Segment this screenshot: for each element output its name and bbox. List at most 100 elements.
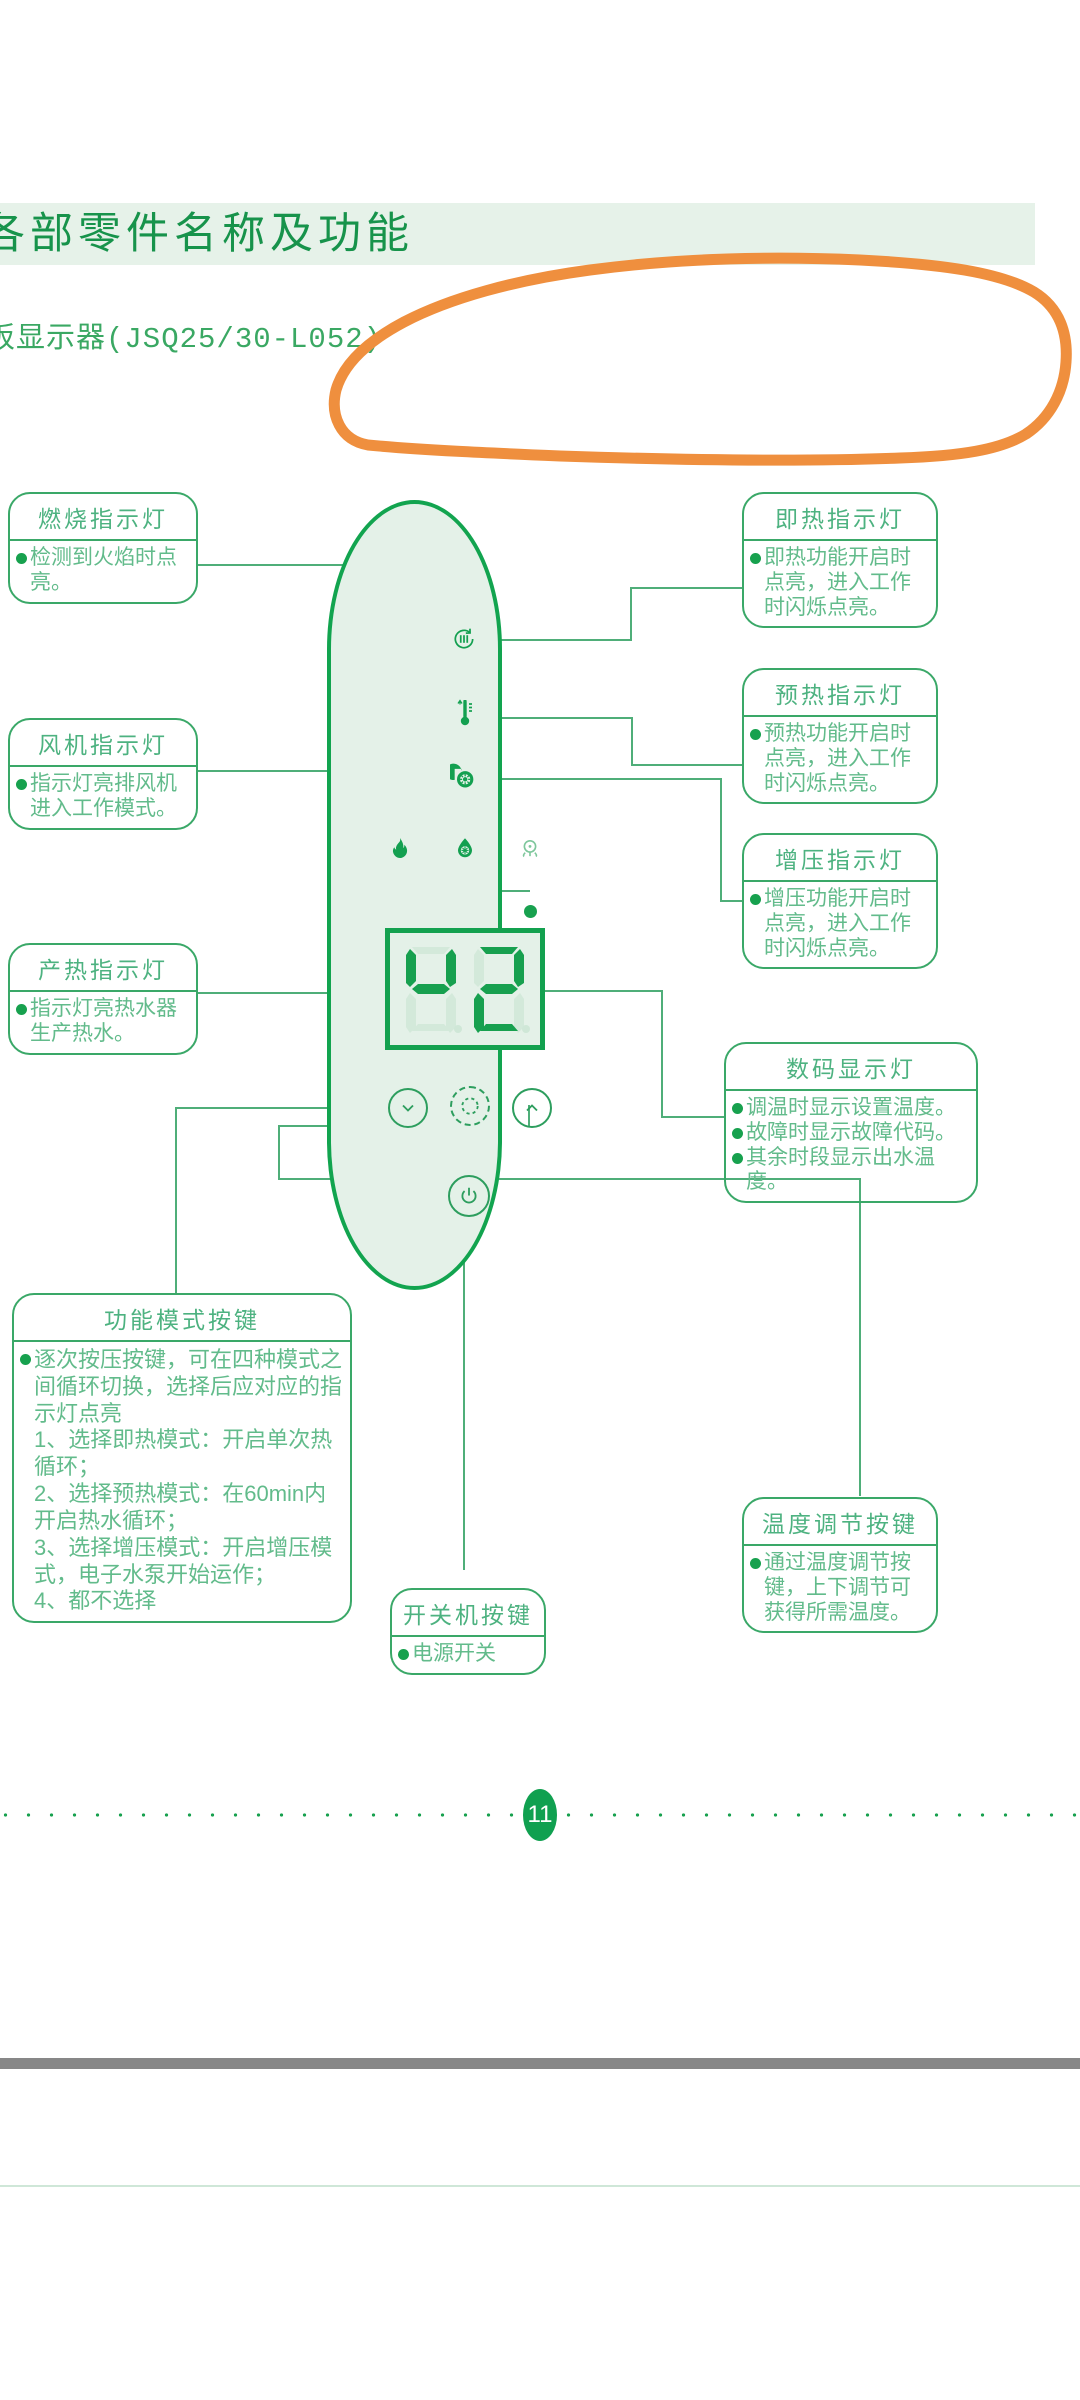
callout-body: 指示灯亮排风机进入工作模式。 (10, 767, 196, 828)
callout-title: 增压指示灯 (744, 835, 936, 882)
leader-digital-h2 (661, 1116, 724, 1118)
temperature-up-button[interactable] (512, 1088, 552, 1128)
bullet-text: 逐次按压按键，可在四种模式之间循环切换，选择后应对应的指示灯点亮 1、选择即热模… (34, 1347, 343, 1614)
control-panel-device (327, 500, 502, 1290)
bullet-item: 调温时显示设置温度。 (732, 1096, 970, 1121)
pump-icon[interactable] (449, 762, 479, 792)
flame-icon (387, 835, 413, 861)
leader-instant-v1 (630, 588, 632, 641)
callout-title: 开关机按键 (392, 1590, 544, 1637)
callout-title: 功能模式按键 (14, 1295, 350, 1342)
seven-segment-digit-2 (474, 947, 530, 1033)
bullet-text: 通过温度调节按键，上下调节可获得所需温度。 (764, 1551, 911, 1624)
bullet-item: 其余时段显示出水温度。 (732, 1146, 970, 1196)
leader-preheat-v1 (631, 717, 633, 765)
callout-digital-display: 数码显示灯 调温时显示设置温度。 故障时显示故障代码。 其余时段显示出水温度。 (724, 1042, 978, 1204)
bullet-item: 指示灯亮热水器生产热水。 (16, 997, 190, 1047)
callout-heat-indicator: 产热指示灯 指示灯亮热水器生产热水。 (8, 943, 198, 1055)
leader-fn-h1 (175, 1107, 465, 1109)
leader-preheat-h1 (470, 717, 633, 719)
leader-temp-va (278, 1127, 280, 1180)
callout-title: 数码显示灯 (726, 1044, 976, 1091)
thermometer-icon[interactable] (452, 695, 478, 729)
callout-body: 指示灯亮热水器生产热水。 (10, 992, 196, 1053)
leader-power-v1 (463, 1215, 465, 1570)
bullet-item: 预热功能开启时点亮，进入工作时闪烁点亮。 (750, 722, 930, 796)
bottom-gray-bar (0, 2058, 1080, 2069)
bullet-item: 电源开关 (398, 1642, 538, 1667)
footer-dotted-line-right (563, 1812, 1080, 1818)
callout-body: 电源开关 (392, 1637, 544, 1673)
bullet-dot-icon (398, 1649, 409, 1660)
leader-digital-h1 (545, 990, 663, 992)
bullet-text: 预热功能开启时点亮，进入工作时闪烁点亮。 (764, 722, 911, 795)
leaddot-fan (524, 905, 537, 918)
bullet-dot-icon (16, 1004, 27, 1015)
callout-title: 产热指示灯 (10, 945, 196, 992)
callout-body: 逐次按压按键，可在四种模式之间循环切换，选择后应对应的指示灯点亮 1、选择即热模… (14, 1342, 350, 1621)
instant-heat-icon[interactable] (450, 625, 478, 653)
callout-title: 燃烧指示灯 (10, 494, 196, 541)
bullet-dot-icon (732, 1152, 743, 1164)
callout-power-button: 开关机按键 电源开关 (390, 1588, 546, 1675)
callout-body: 预热功能开启时点亮，进入工作时闪烁点亮。 (744, 717, 936, 802)
callout-body: 检测到火焰时点亮。 (10, 541, 196, 602)
callout-body: 通过温度调节按键，上下调节可获得所需温度。 (744, 1546, 936, 1631)
callout-boost-indicator: 增压指示灯 增压功能开启时点亮，进入工作时闪烁点亮。 (742, 833, 938, 970)
water-drop-icon (452, 835, 478, 861)
callout-preheat-indicator: 预热指示灯 预热功能开启时点亮，进入工作时闪烁点亮。 (742, 668, 938, 805)
page-subtitle: 板显示器(JSQ25/30-L052) (0, 323, 383, 356)
page-number-badge: 11 (523, 1789, 557, 1841)
bullet-dot-icon (16, 553, 27, 564)
callout-fan-indicator: 风机指示灯 指示灯亮排风机进入工作模式。 (8, 718, 198, 830)
leader-temp-v2 (859, 1178, 861, 1496)
leader-preheat-h2 (631, 764, 743, 766)
bullet-dot-icon (750, 1558, 761, 1569)
bullet-text: 调温时显示设置温度。 (746, 1096, 956, 1119)
digital-display (385, 928, 545, 1050)
bullet-dot-icon (732, 1127, 743, 1139)
orange-highlight-annotation (328, 252, 1072, 466)
callout-temperature-button: 温度调节按键 通过温度调节按键，上下调节可获得所需温度。 (742, 1497, 938, 1634)
bullet-item: 指示灯亮排风机进入工作模式。 (16, 772, 190, 822)
leader-boost-v1 (720, 778, 722, 902)
callout-body: 增压功能开启时点亮，进入工作时闪烁点亮。 (744, 882, 936, 967)
function-mode-button[interactable] (450, 1086, 490, 1126)
bullet-text: 增压功能开启时点亮，进入工作时闪烁点亮。 (764, 887, 911, 960)
footer-dotted-line-left (0, 1812, 517, 1818)
bullet-item: 增压功能开启时点亮，进入工作时闪烁点亮。 (750, 887, 930, 961)
power-button[interactable] (448, 1175, 490, 1217)
temperature-down-button[interactable] (388, 1088, 428, 1128)
callout-title: 即热指示灯 (744, 494, 936, 541)
bullet-dot-icon (750, 553, 761, 564)
leader-boost-h1 (470, 778, 722, 780)
callout-instant-heat-indicator: 即热指示灯 即热功能开启时点亮，进入工作时闪烁点亮。 (742, 492, 938, 629)
bullet-item: 通过温度调节按键，上下调节可获得所需温度。 (750, 1551, 930, 1625)
bullet-dot-icon (732, 1103, 743, 1114)
bullet-dot-icon (750, 894, 761, 905)
bullet-text: 故障时显示故障代码。 (746, 1120, 956, 1144)
bullet-text: 指示灯亮排风机进入工作模式。 (30, 772, 177, 820)
bullet-text: 指示灯亮热水器生产热水。 (30, 997, 177, 1045)
bottom-green-rule (0, 2185, 1080, 2187)
bullet-text: 检测到火焰时点亮。 (30, 546, 177, 594)
leader-temp-h1 (278, 1178, 861, 1180)
callout-title: 风机指示灯 (10, 720, 196, 767)
callout-function-mode-button: 功能模式按键 逐次按压按键，可在四种模式之间循环切换，选择后应对应的指示灯点亮 … (12, 1293, 352, 1624)
leader-instant-h1 (463, 639, 631, 641)
callout-title: 预热指示灯 (744, 670, 936, 717)
callout-burn-indicator: 燃烧指示灯 检测到火焰时点亮。 (8, 492, 198, 604)
callout-body: 即热功能开启时点亮，进入工作时闪烁点亮。 (744, 541, 936, 626)
bullet-dot-icon (750, 729, 761, 740)
callout-body: 调温时显示设置温度。 故障时显示故障代码。 其余时段显示出水温度。 (726, 1091, 976, 1201)
seven-segment-digit-1 (406, 947, 462, 1033)
bullet-item: 逐次按压按键，可在四种模式之间循环切换，选择后应对应的指示灯点亮 1、选择即热模… (20, 1347, 344, 1615)
page-title: 各部零件名称及功能 (0, 210, 414, 258)
bullet-dot-icon (20, 1354, 31, 1365)
bullet-item: 检测到火焰时点亮。 (16, 546, 190, 596)
callout-title: 温度调节按键 (744, 1499, 936, 1546)
bullet-item: 故障时显示故障代码。 (732, 1121, 970, 1146)
bullet-dot-icon (16, 779, 27, 790)
leader-digital-v1 (661, 990, 663, 1118)
